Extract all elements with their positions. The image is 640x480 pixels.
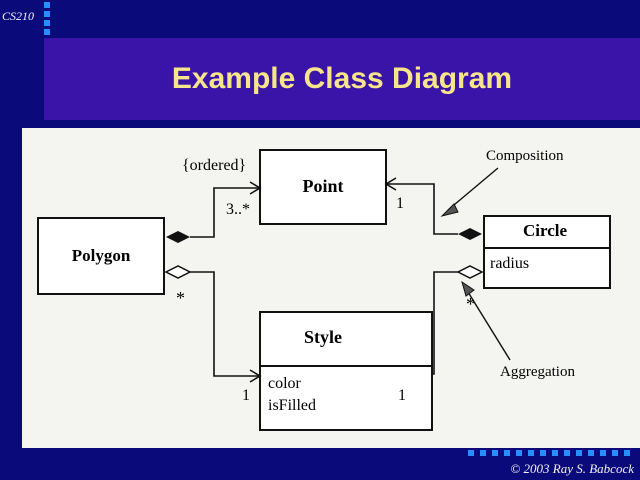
assoc-circle-point: 1: [384, 177, 482, 240]
copyright: © 2003 Ray S. Babcock: [510, 461, 634, 476]
label-style-circle-multiplicity: 1: [398, 387, 406, 404]
composition-diamond: [166, 231, 190, 243]
callout-composition-text: Composition: [486, 148, 564, 164]
callout-aggregation: Aggregation: [461, 280, 575, 380]
title-bar: Example Class Diagram: [44, 38, 640, 120]
label-circle-point-multiplicity: 1: [396, 195, 404, 212]
label-circle-style-multiplicity: *: [466, 294, 475, 314]
decorative-dots: [44, 0, 52, 38]
assoc-polygon-style: * 1: [164, 265, 262, 404]
callout-aggregation-text: Aggregation: [500, 364, 575, 380]
callout-composition: Composition: [440, 148, 564, 217]
arrowhead: [249, 181, 262, 195]
arrowhead: [384, 177, 397, 191]
class-style-name: Style: [304, 327, 342, 347]
class-style-attr-color: color: [268, 375, 302, 392]
class-polygon-name: Polygon: [72, 246, 131, 265]
slide-title: Example Class Diagram: [171, 62, 513, 95]
arrowhead: [461, 280, 475, 297]
class-style-attr-isfilled: isFilled: [268, 397, 316, 414]
label-style-polygon-multiplicity: 1: [242, 387, 250, 404]
class-polygon: Polygon: [37, 217, 165, 295]
class-style: Style color isFilled: [259, 311, 433, 431]
class-point: Point: [259, 149, 387, 225]
label-ordered: {ordered}: [182, 157, 246, 174]
class-circle: Circle radius: [483, 215, 611, 289]
footer-dots: [468, 450, 640, 456]
class-point-name: Point: [302, 176, 343, 196]
label-polygon-agg-multiplicity: *: [176, 288, 185, 308]
composition-diamond: [458, 228, 482, 240]
arrowhead: [440, 203, 459, 217]
assoc-polygon-point: {ordered} 3..*: [166, 157, 262, 243]
diagram-panel: Point Polygon Circle radius Style color …: [22, 128, 640, 448]
class-circle-name: Circle: [523, 221, 568, 240]
course-label: CS210: [2, 9, 35, 23]
assoc-circle-style: * 1: [398, 265, 484, 404]
top-band: [0, 0, 640, 38]
class-diagram: Point Polygon Circle radius Style color …: [22, 128, 640, 448]
arrowhead: [249, 369, 262, 383]
class-circle-attr-radius: radius: [490, 255, 529, 272]
label-point-multiplicity: 3..*: [226, 201, 250, 218]
